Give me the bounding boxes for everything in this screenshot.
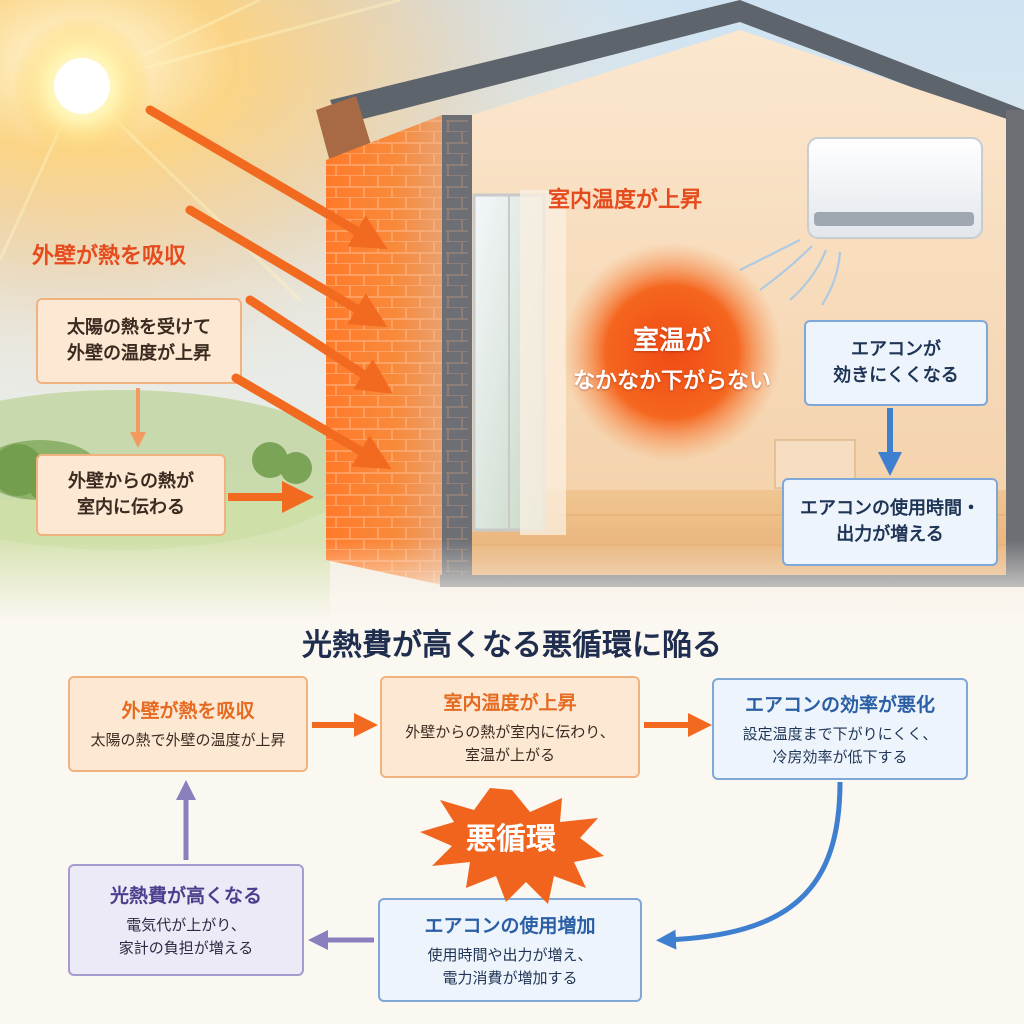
step-box-absorb: 太陽の熱を受けて 外壁の温度が上昇 [36, 298, 242, 384]
cycle-node-ac-efficiency-desc2: 冷房効率が低下する [772, 747, 908, 766]
step-box-absorb-line2: 外壁の温度が上昇 [67, 343, 211, 364]
ac-inefficient-box: エアコンが 効きにくくなる [804, 320, 988, 406]
cycle-node-energy-cost-desc2: 家計の負担が増える [118, 938, 254, 957]
cycle-node-wall-absorb-title: 外壁が熱を吸収 [121, 700, 255, 723]
ac-usage-line2: 出力が増える [836, 524, 944, 545]
cycle-node-ac-usage-desc1: 使用時間や出力が増え、 [427, 946, 593, 964]
room-heading: 室内温度が上昇 [548, 188, 703, 213]
ac-usage-line1: エアコンの使用時間・ [800, 497, 980, 519]
cycle-arrow-3-4 [656, 781, 843, 950]
vicious-cycle-label: 悪循環 [466, 822, 556, 857]
step-box-transfer-line2: 室内に伝わる [77, 497, 185, 518]
cycle-node-wall-absorb: 外壁が熱を吸収 太陽の熱で外壁の温度が上昇 [68, 676, 308, 772]
cycle-title: 光熱費が高くなる悪循環に陥る [302, 628, 722, 663]
cycle-node-wall-absorb-desc: 太陽の熱で外壁の温度が上昇 [90, 731, 286, 750]
cycle-node-energy-cost-desc1: 電気代が上がり、 [126, 916, 246, 934]
wall-heading: 外壁が熱を吸収 [32, 244, 187, 269]
ac-inefficient-line2: 効きにくくなる [833, 365, 959, 386]
heat-orb-line2: なかなか下がらない [572, 369, 771, 394]
heat-orb-label: 室温が なかなか下がらない [552, 320, 792, 395]
cycle-node-room-temp-desc1: 外壁からの熱が室内に伝わり、 [405, 723, 615, 741]
ac-usage-box: エアコンの使用時間・ 出力が増える [782, 478, 998, 566]
cycle-node-energy-cost-title: 光熱費が高くなる [109, 885, 262, 907]
cycle-node-ac-usage: エアコンの使用増加 使用時間や出力が増え、 電力消費が増加する [378, 898, 642, 1002]
cycle-node-room-temp: 室内温度が上昇 外壁からの熱が室内に伝わり、 室温が上がる [380, 676, 640, 778]
step-box-absorb-line1: 太陽の熱を受けて [67, 316, 211, 338]
cycle-node-ac-usage-desc2: 電力消費が増加する [442, 968, 578, 987]
cycle-node-ac-efficiency-title: エアコンの効率が悪化 [744, 694, 935, 716]
ac-inefficient-line1: エアコンが [851, 338, 941, 360]
cycle-node-room-temp-title: 室内温度が上昇 [443, 692, 577, 714]
cycle-node-energy-cost: 光熱費が高くなる 電気代が上がり、 家計の負担が増える [68, 864, 304, 976]
cycle-node-room-temp-desc2: 室温が上がる [464, 745, 555, 764]
cycle-node-ac-efficiency: エアコンの効率が悪化 設定温度まで下がりにくく、 冷房効率が低下する [712, 678, 968, 780]
cycle-node-ac-efficiency-desc1: 設定温度まで下がりにくく、 [742, 725, 938, 743]
cycle-node-ac-usage-title: エアコンの使用増加 [424, 915, 596, 937]
step-box-transfer-line1: 外壁からの熱が [68, 470, 194, 492]
step-box-transfer: 外壁からの熱が 室内に伝わる [36, 454, 226, 536]
heat-orb-line1: 室温が [632, 326, 711, 356]
